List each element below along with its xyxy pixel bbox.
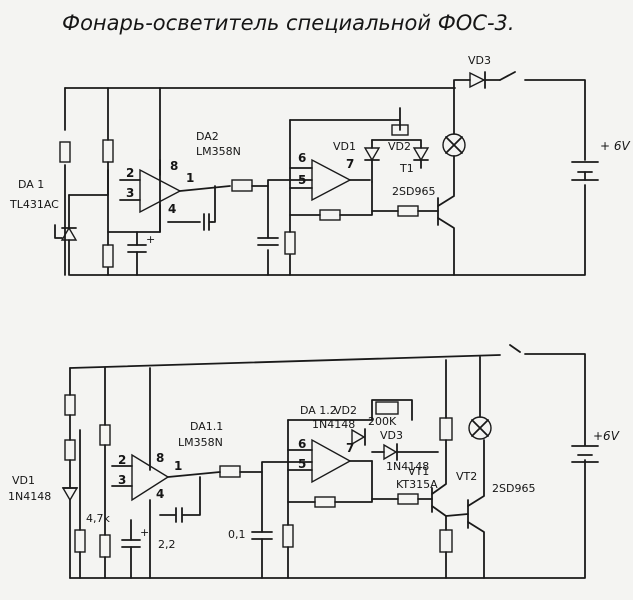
top-resistor-r7: [319, 209, 341, 221]
top-resistor-r3: [102, 244, 114, 268]
bottom-resistor-r10: [439, 529, 453, 553]
bottom-vd2-diode: [351, 428, 366, 446]
bottom-supply-label: +6V: [593, 429, 620, 443]
top-ground-rail: [69, 184, 586, 276]
bottom-da12-pin7: 7: [346, 441, 354, 455]
bottom-resistor-r3: [74, 529, 86, 553]
bottom-vt2-label: VT2: [456, 470, 477, 483]
top-da1-part: TL431AC: [9, 198, 59, 211]
bottom-resistor-r200k: [375, 401, 399, 415]
top-da1-label: DA 1: [18, 178, 44, 191]
bottom-ground-rail: [69, 459, 586, 579]
bottom-r47k-label: 4,7k: [86, 512, 110, 525]
top-resistor-r8: [397, 205, 419, 217]
bottom-c22-label: 2,2: [158, 538, 176, 551]
bottom-da11-pin4: 4: [156, 487, 164, 501]
bottom-vd1-diode: [61, 487, 79, 502]
bottom-resistor-r4: [99, 424, 111, 446]
bottom-resistor-r1: [64, 394, 76, 416]
bottom-resistor-r9: [397, 493, 419, 505]
bottom-da11-pin2: 2: [118, 453, 126, 467]
top-positive-rail: [64, 71, 586, 161]
top-da2-pin2: 2: [126, 166, 134, 180]
bottom-positive-rail: [69, 344, 586, 446]
bottom-resistor-r6: [219, 465, 241, 478]
top-transistor-t1: [437, 195, 455, 276]
bottom-vt1-label: VT1: [408, 465, 429, 478]
top-resistor-r4: [231, 179, 253, 192]
top-vd1-diode: [363, 139, 381, 183]
bottom-capacitor-c1: [121, 519, 141, 579]
bottom-vd3-diode: [371, 443, 439, 461]
bottom-lamp: [468, 356, 492, 440]
diagram-title: Фонарь-осветитель специальной ФОС-3.: [62, 11, 515, 35]
bottom-da11-part: LM358N: [178, 436, 223, 449]
bottom-vd1-label: VD1: [12, 474, 35, 487]
bottom-da11-opamp: [111, 453, 221, 523]
top-resistor-r2: [102, 139, 114, 163]
bottom-resistor-r2: [64, 439, 76, 461]
top-t1-part: 2SD965: [392, 185, 435, 198]
top-da1-regulator: [54, 194, 78, 276]
bottom-vt1-part: KT315A: [396, 478, 438, 491]
bottom-vd2-part: 1N4148: [312, 418, 355, 431]
top-battery: [571, 161, 599, 181]
bottom-da12-label: DA 1.2: [300, 404, 337, 417]
top-da2-pin4: 4: [168, 202, 176, 216]
bottom-vd3-label: VD3: [380, 429, 403, 442]
top-da2-pin8: 8: [170, 159, 178, 173]
top-vd2-label: VD2: [388, 140, 411, 153]
bottom-resistor-r8: [314, 496, 336, 508]
bottom-da12-opamp: [287, 438, 373, 484]
top-vd3-label: VD3: [468, 54, 491, 67]
bottom-da11-pin8: 8: [156, 451, 164, 465]
bottom-battery: [571, 445, 599, 463]
top-opamp-pin5: 5: [298, 173, 306, 187]
top-schematic: + 6V VD3 DA 1 TL431AC +: [9, 54, 631, 276]
top-opamp-pin7: 7: [346, 157, 354, 171]
top-resistor-r6: [391, 124, 409, 136]
top-da2-part: LM358N: [196, 145, 241, 158]
top-supply-label: + 6V: [600, 139, 631, 153]
top-vd2-diode: [371, 139, 430, 169]
bottom-vd1-part: 1N4148: [8, 490, 51, 503]
top-capacitor-c1: [127, 231, 147, 276]
bottom-vt2-part: 2SD965: [492, 482, 535, 495]
bottom-c1-plus: +: [140, 526, 149, 539]
bottom-schematic: +6V VD1 1N4148 4,7k + 2,2: [8, 344, 620, 579]
top-opamp-b: [289, 158, 371, 202]
bottom-c01-label: 0,1: [228, 528, 246, 541]
top-da2-label: DA2: [196, 130, 219, 143]
top-da2-pin3: 3: [126, 186, 134, 200]
top-lamp: [442, 79, 466, 196]
bottom-transistor-vt2: [445, 439, 485, 579]
top-da2-pin1: 1: [186, 171, 194, 185]
top-resistor-r5: [284, 231, 296, 255]
bottom-capacitor-c2: [251, 471, 273, 579]
top-vd1-label: VD1: [333, 140, 356, 153]
top-c1-plus: +: [146, 233, 155, 246]
bottom-da12-pin6: 6: [298, 437, 306, 451]
bottom-resistor-r7: [282, 524, 294, 548]
bottom-da11-label: DA1.1: [190, 420, 223, 433]
bottom-vd2-label: VD2: [334, 404, 357, 417]
bottom-resistor-r11: [439, 417, 453, 441]
top-da2-opamp: [119, 159, 231, 233]
top-t1-label: T1: [399, 162, 414, 175]
bottom-da11-pin3: 3: [118, 473, 126, 487]
bottom-resistor-r5: [99, 534, 111, 558]
top-resistor-r1: [59, 141, 71, 163]
bottom-da12-pin5: 5: [298, 457, 306, 471]
top-opamp-pin6: 6: [298, 151, 306, 165]
bottom-da11-pin1: 1: [174, 459, 182, 473]
bottom-vd3-part: 1N4148: [386, 460, 429, 473]
bottom-r200k-label: 200K: [368, 415, 397, 428]
top-vd3-diode: [469, 71, 501, 89]
